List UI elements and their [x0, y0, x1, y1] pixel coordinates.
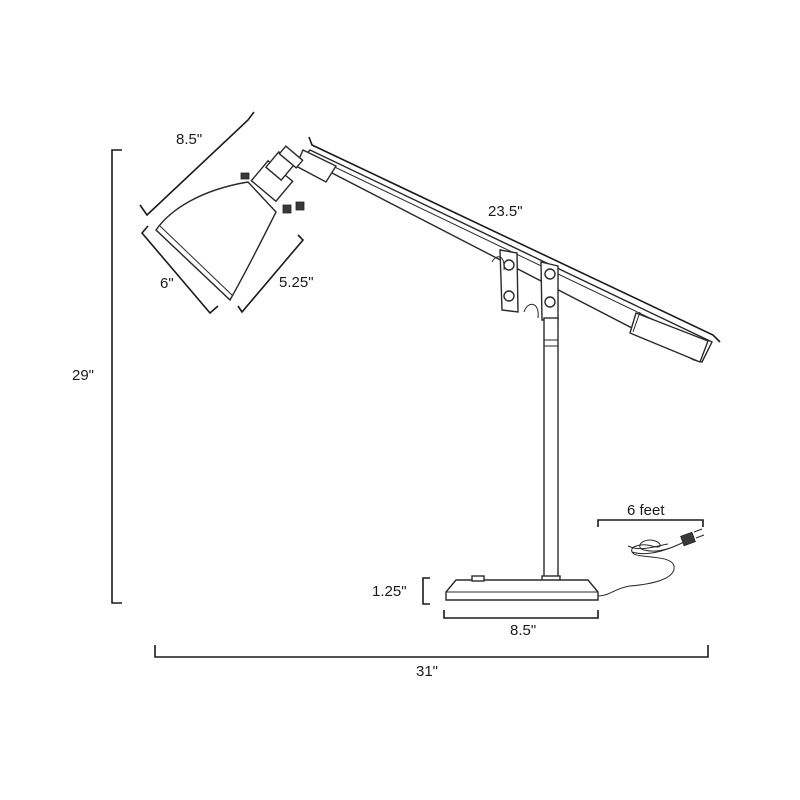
arm-length-dimension-line	[308, 136, 721, 343]
shade-width-label: 8.5"	[176, 131, 202, 148]
cord-length-dimension-line	[597, 519, 704, 527]
lamp-illustration	[155, 145, 713, 601]
cord-length-label: 6 feet	[627, 502, 665, 519]
lamp-shade	[155, 145, 305, 302]
total-width-label: 31"	[416, 663, 438, 680]
base-width-dimension-line	[443, 610, 599, 619]
height-dimension-line	[111, 149, 122, 604]
dimension-lines	[111, 111, 721, 658]
pivot-bracket	[491, 249, 559, 321]
shade-side-label: 5.25"	[279, 274, 314, 291]
total-height-label: 29"	[72, 367, 94, 384]
shade-front-label: 6"	[160, 275, 174, 292]
dimension-labels: 8.5" 23.5" 6" 5.25" 29" 6 feet 1.25" 8.5…	[72, 131, 665, 680]
plug-icon	[680, 531, 696, 547]
base-height-dimension-line	[422, 577, 430, 605]
power-cord	[597, 528, 705, 597]
arm-length-label: 23.5"	[488, 203, 523, 220]
shade-width-dimension-line	[139, 111, 255, 217]
shade-side-dimension-line	[237, 234, 305, 314]
lamp-base	[445, 575, 599, 601]
width-dimension-line	[154, 645, 709, 658]
lamp-stem	[541, 317, 561, 583]
base-width-label: 8.5"	[510, 622, 536, 639]
shade-front-dimension-line	[140, 225, 219, 315]
base-height-label: 1.25"	[372, 583, 407, 600]
